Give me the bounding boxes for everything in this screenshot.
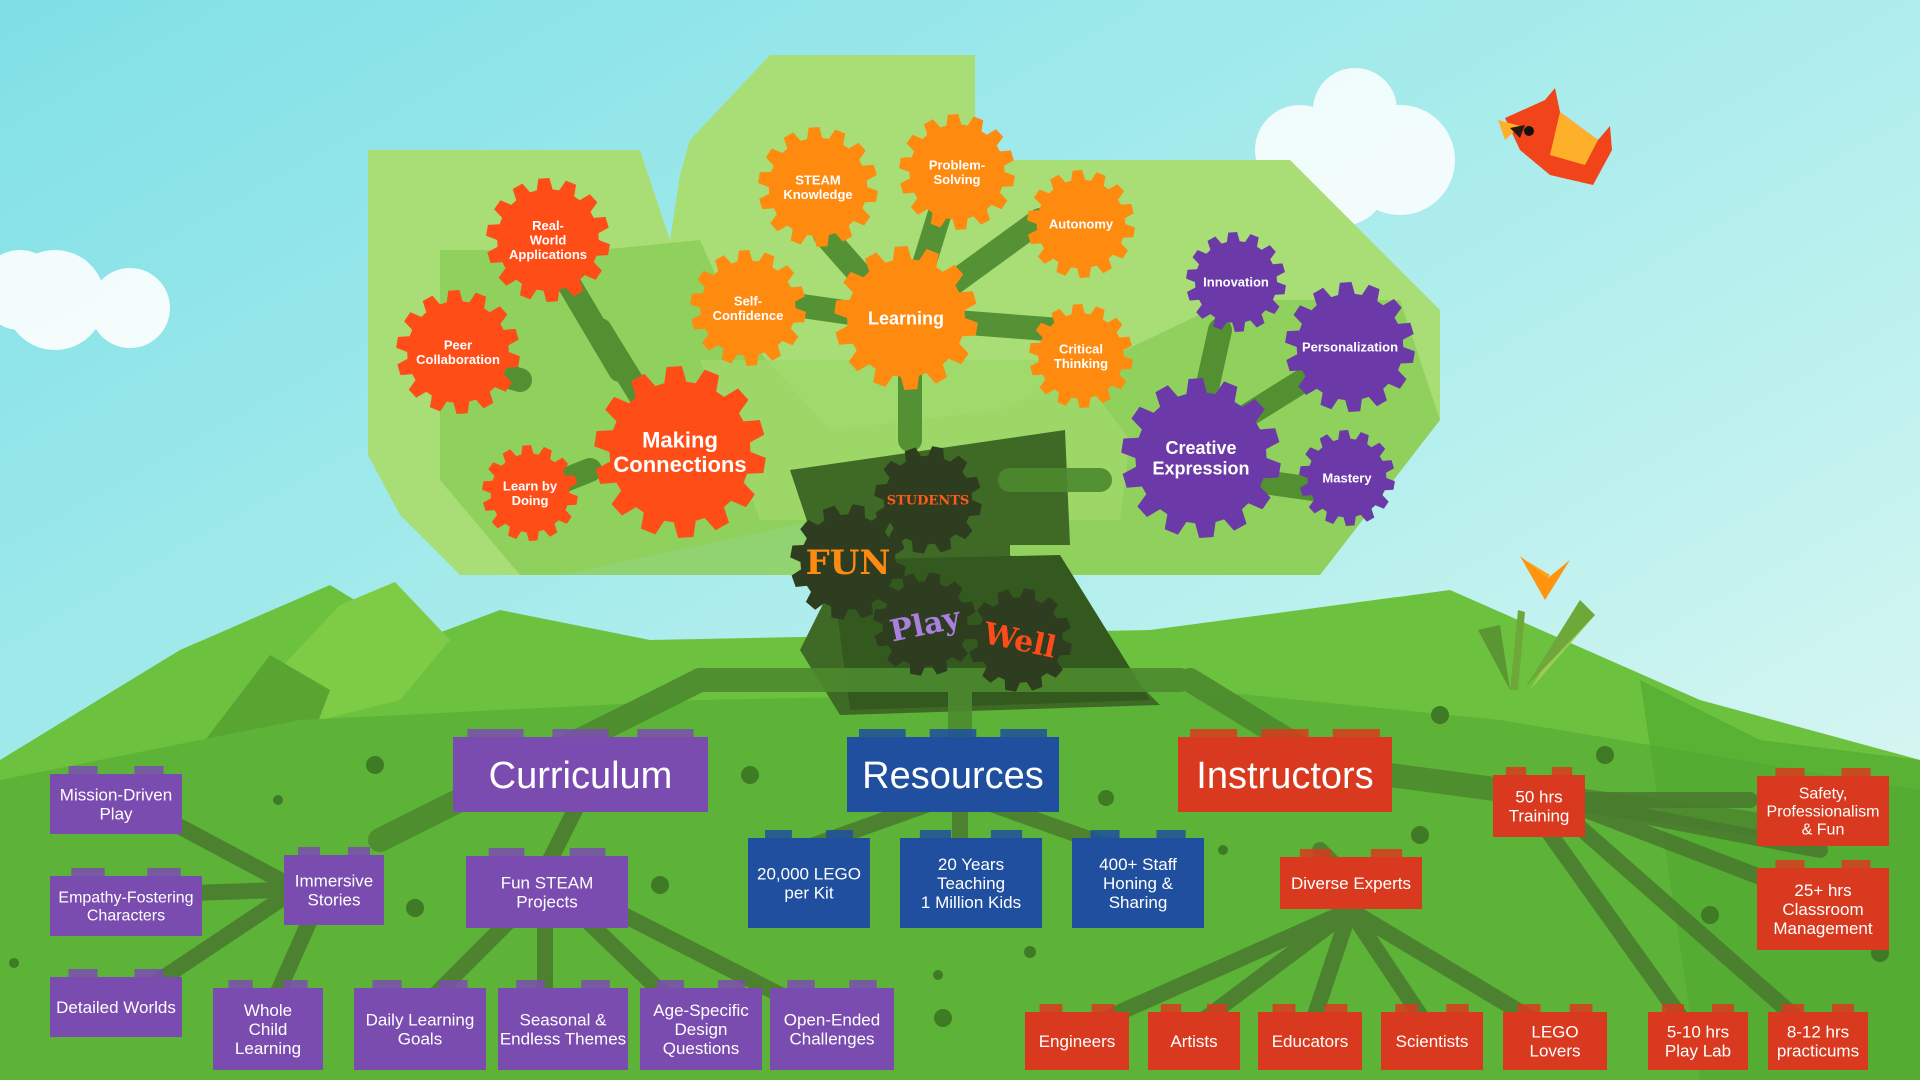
gear-learning-label: Learning — [868, 308, 944, 328]
pillar-resources-label: Resources — [862, 755, 1044, 797]
pillar-instructors: Instructors — [1178, 729, 1392, 812]
pillar-resources: Resources — [847, 729, 1059, 812]
brick-educators: Educators — [1258, 1004, 1362, 1070]
gear-play: Play — [873, 572, 977, 676]
brick-detailed-worlds: Detailed Worlds — [50, 969, 182, 1037]
gear-problem-solving-label: Problem-Solving — [929, 157, 985, 187]
pillar-curriculum: Curriculum — [453, 729, 708, 812]
gear-mastery: Mastery — [1299, 430, 1395, 526]
brick-scientists-label: Scientists — [1396, 1032, 1469, 1051]
gear-autonomy: Autonomy — [1027, 170, 1135, 278]
brick-safety-professionalism-fun: Safety,Professionalism& Fun — [1757, 768, 1889, 846]
gear-innovation-label: Innovation — [1203, 275, 1269, 290]
pillar-instructors-label: Instructors — [1196, 755, 1373, 797]
gear-fun-label: FUN — [806, 543, 891, 583]
gear-mastery-label: Mastery — [1322, 471, 1372, 486]
brick-artists-label: Artists — [1170, 1032, 1217, 1051]
brick-layer: Curriculum Resources InstructorsMission-Dr… — [50, 729, 1889, 1070]
gear-students: STUDENTS — [874, 446, 982, 554]
gear-students-label: STUDENTS — [887, 494, 970, 509]
brick-engineers-label: Engineers — [1039, 1032, 1116, 1051]
brick-seasonal-endless-themes-label: Seasonal &Endless Themes — [500, 1010, 626, 1048]
gear-innovation: Innovation — [1186, 232, 1286, 332]
pillar-curriculum-label: Curriculum — [489, 755, 673, 797]
brick-diverse-experts-label: Diverse Experts — [1291, 874, 1411, 893]
brick-artists: Artists — [1148, 1004, 1240, 1070]
brick-diverse-experts: Diverse Experts — [1280, 849, 1422, 909]
gear-self-confidence: Self-Confidence — [690, 250, 806, 366]
gear-personalization-label: Personalization — [1302, 340, 1398, 355]
gear-learning: Learning — [834, 246, 978, 390]
gear-autonomy-label: Autonomy — [1049, 217, 1114, 232]
brick-detailed-worlds-label: Detailed Worlds — [56, 998, 176, 1017]
gear-fun: FUN — [790, 504, 906, 620]
brick-engineers: Engineers — [1025, 1004, 1129, 1070]
brick-seasonal-endless-themes: Seasonal &Endless Themes — [498, 980, 628, 1070]
gear-problem-solving: Problem-Solving — [899, 114, 1015, 230]
gear-personalization: Personalization — [1285, 282, 1415, 412]
brick-scientists: Scientists — [1381, 1004, 1483, 1070]
gear-well: Well — [968, 588, 1072, 692]
brick-safety-professionalism-fun-label: Safety,Professionalism& Fun — [1767, 786, 1880, 839]
gear-self-confidence-label: Self-Confidence — [713, 293, 784, 323]
cloud-left — [0, 250, 170, 350]
brick-educators-label: Educators — [1272, 1032, 1349, 1051]
flower-illustration — [1478, 556, 1595, 690]
bird-illustration — [1498, 88, 1612, 185]
ground-dots — [9, 706, 1889, 1027]
